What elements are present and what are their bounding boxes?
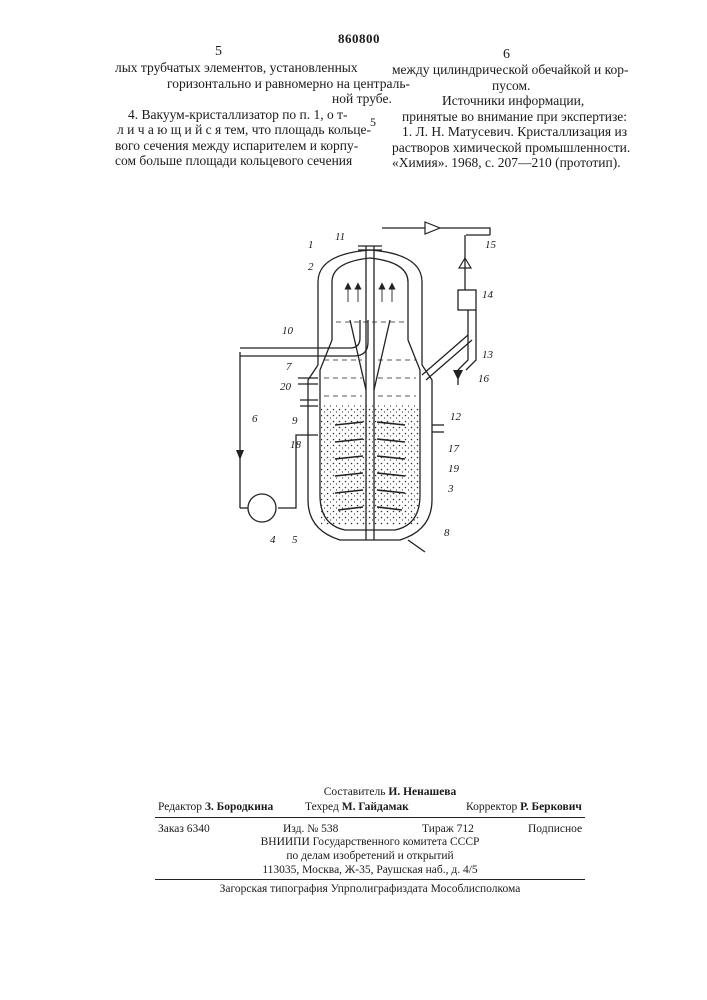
techred-line: Техред М. Гайдамак: [305, 800, 409, 814]
order-number: Заказ 6340: [158, 822, 210, 836]
crystal-bed: [321, 405, 419, 525]
techred-name: М. Гайдамак: [342, 801, 409, 813]
label-19: 19: [448, 463, 460, 475]
edition-number: Изд. № 538: [283, 822, 338, 836]
label-7: 7: [286, 361, 292, 373]
left-column-text: лых трубчатых элементов, установленных г…: [115, 60, 373, 169]
divider: [155, 817, 585, 818]
label-20: 20: [280, 381, 292, 393]
label-5: 5: [292, 534, 298, 546]
editor-name: З. Бородкина: [205, 801, 273, 813]
text-line: между цилиндрической обечайкой и кор-: [392, 62, 654, 78]
label-13: 13: [482, 349, 494, 361]
sources-heading-2: принятые во внимание при экспертизе:: [392, 109, 654, 125]
label-16: 16: [478, 373, 490, 385]
corrector-name: Р. Беркович: [520, 801, 582, 813]
separator-line: [382, 228, 490, 385]
label-11: 11: [335, 231, 345, 243]
label-2: 2: [308, 261, 314, 273]
claim-4-start: 4. Вакуум-кристаллизатор по п. 1, о т-: [115, 107, 373, 123]
org-address: 113035, Москва, Ж-35, Раушская наб., д. …: [200, 863, 540, 877]
techred-label: Техред: [305, 801, 339, 813]
text-line: горизонтально и равномерно на централь-: [115, 76, 373, 92]
left-column-number: 5: [215, 44, 222, 60]
org-line: по делам изобретений и открытий: [200, 849, 540, 863]
text-line: л и ч а ю щ и й с я тем, что площадь кол…: [115, 122, 373, 138]
label-6: 6: [252, 413, 258, 425]
printer-line: Загорская типография Упрполиграфиздата М…: [200, 882, 540, 896]
reference-line: «Химия». 1968, с. 207—210 (прототип).: [392, 155, 654, 171]
line-number: 5: [370, 115, 376, 130]
label-15: 15: [485, 239, 497, 251]
label-12: 12: [450, 411, 462, 423]
reference-line: растворов химической промышленности.: [392, 140, 654, 156]
liquid-level: [324, 322, 416, 396]
right-column-number: 6: [503, 47, 510, 63]
reference-line: 1. Л. Н. Матусевич. Кристаллизация из: [392, 124, 654, 140]
editor-label: Редактор: [158, 801, 202, 813]
label-8: 8: [444, 527, 450, 539]
label-3: 3: [447, 483, 454, 495]
compiler-name: И. Ненашева: [388, 786, 456, 798]
pump: [248, 494, 276, 522]
right-column-text: между цилиндрической обечайкой и кор- пу…: [392, 62, 654, 171]
sources-heading: Источники информации,: [392, 93, 654, 109]
editor-line: Редактор З. Бородкина: [158, 800, 273, 814]
text-line: вого сечения между испарителем и корпу-: [115, 138, 373, 154]
patent-number: 860800: [338, 31, 380, 47]
corrector-line: Корректор Р. Беркович: [466, 800, 582, 814]
circulation: Тираж 712: [422, 822, 474, 836]
org-line: ВНИИПИ Государственного комитета СССР: [200, 835, 540, 849]
subscription: Подписное: [528, 822, 582, 836]
text-line: сом больше площади кольцевого сечения: [115, 153, 373, 169]
organization: ВНИИПИ Государственного комитета СССР по…: [200, 835, 540, 877]
text-line: ной трубе.: [115, 91, 373, 107]
vapor-arrows: [348, 286, 392, 302]
corrector-label: Корректор: [466, 801, 517, 813]
divider: [155, 879, 585, 880]
compiler-line: Составитель И. Ненашева: [290, 785, 490, 799]
label-10: 10: [282, 325, 294, 337]
crystallizer-diagram: 1 2 3 4 5 6 7 8 9 10 11 12 13 14 15 16 1…: [200, 210, 520, 560]
label-9: 9: [292, 415, 298, 427]
label-4: 4: [270, 534, 276, 546]
label-1: 1: [308, 239, 314, 251]
label-18: 18: [290, 439, 302, 451]
text-line: лых трубчатых элементов, установленных: [115, 60, 373, 76]
text-line: пусом.: [392, 78, 654, 94]
label-17: 17: [448, 443, 460, 455]
label-14: 14: [482, 289, 494, 301]
compiler-label: Составитель: [324, 786, 386, 798]
